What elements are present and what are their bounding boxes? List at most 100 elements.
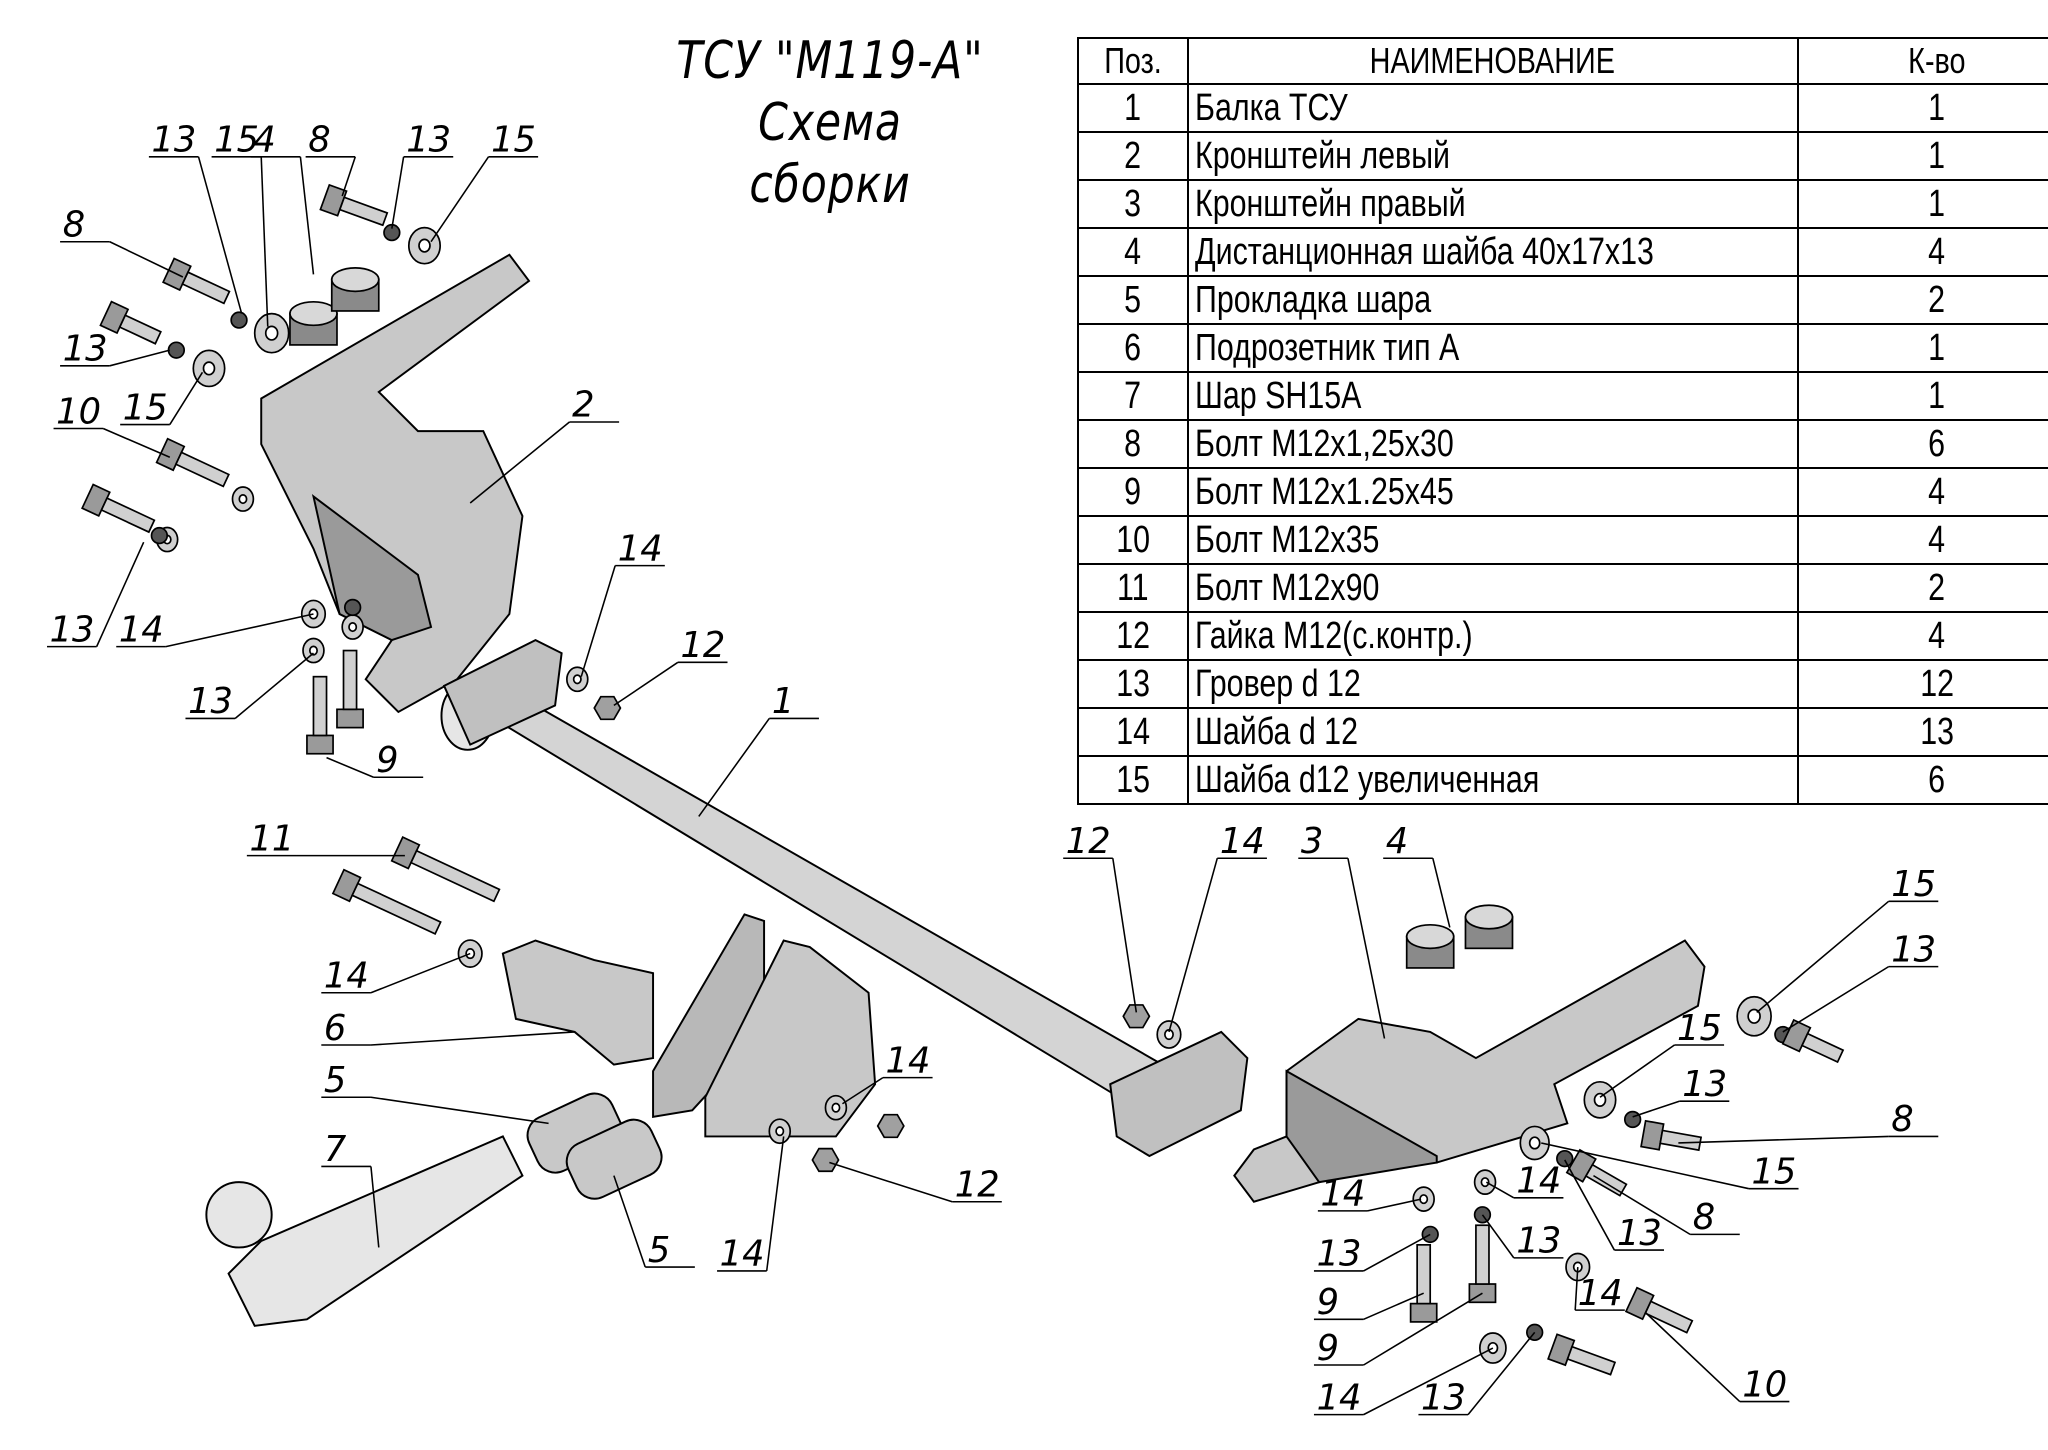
callout-label: 14 bbox=[1317, 1377, 1362, 1418]
leader-line bbox=[1347, 858, 1386, 1039]
callout-15: 15 bbox=[430, 120, 539, 243]
callout-label: 14 bbox=[720, 1234, 765, 1275]
title-product: ТСУ "М119-А" bbox=[676, 31, 984, 91]
leader-line bbox=[102, 427, 171, 458]
bolt bbox=[81, 483, 156, 534]
washer-hole bbox=[348, 622, 358, 633]
washer-hole bbox=[418, 238, 431, 253]
left-bracket-side bbox=[311, 494, 433, 642]
cell-qty: 2 bbox=[1796, 563, 2048, 613]
washer-hole bbox=[775, 1126, 785, 1137]
callout-12: 12 bbox=[829, 1161, 1002, 1206]
cell-qty: 1 bbox=[1796, 83, 2048, 133]
cell-qty: 4 bbox=[1796, 515, 2048, 565]
ball-shank bbox=[227, 1135, 524, 1327]
nut bbox=[1122, 1004, 1151, 1029]
callout-label: 15 bbox=[214, 120, 259, 161]
leader-line bbox=[260, 156, 269, 327]
callout-label: 13 bbox=[63, 329, 108, 370]
callout-label: 4 bbox=[1386, 821, 1408, 862]
spring-washer bbox=[167, 341, 186, 359]
callout-14: 14 bbox=[1168, 821, 1267, 1033]
callout-14: 14 bbox=[1485, 1161, 1564, 1202]
callout-label: 15 bbox=[1752, 1151, 1797, 1192]
socket-holder bbox=[501, 939, 655, 1066]
callout-label: 8 bbox=[1891, 1099, 1913, 1140]
callout-label: 13 bbox=[1891, 929, 1936, 970]
leader-line bbox=[370, 952, 471, 994]
leader-line bbox=[1485, 1181, 1515, 1199]
washer-hole bbox=[1593, 1092, 1607, 1107]
callout-label: 9 bbox=[1317, 1328, 1339, 1369]
callout-8: 8 bbox=[305, 120, 357, 197]
cell-qty: 1 bbox=[1796, 131, 2048, 181]
leader-line bbox=[370, 1096, 549, 1125]
leader-line bbox=[109, 241, 184, 278]
leader-line bbox=[1632, 1100, 1680, 1118]
callout-8: 8 bbox=[60, 205, 184, 278]
callout-11: 11 bbox=[246, 818, 405, 859]
callout-label: 14 bbox=[1220, 821, 1265, 862]
callout-13: 13 bbox=[1564, 1159, 1664, 1254]
callout-14: 14 bbox=[116, 609, 314, 650]
cell-name: Болт М12х1,25х30 bbox=[1186, 419, 1799, 469]
spring-washer bbox=[230, 311, 248, 329]
tow-ball bbox=[205, 1181, 273, 1249]
leader-line bbox=[370, 1166, 380, 1248]
cell-qty: 1 bbox=[1796, 323, 2048, 373]
header-name: НАИМЕНОВАНИЕ bbox=[1186, 37, 1799, 85]
washer-hole bbox=[1528, 1136, 1541, 1150]
callout-15: 15 bbox=[1599, 1008, 1725, 1098]
cell-pos: 3 bbox=[1077, 179, 1189, 229]
callout-13: 13 bbox=[60, 329, 170, 370]
header-qty: К-во bbox=[1796, 37, 2048, 85]
drawing-title: ТСУ "М119-А" Схема сборки bbox=[674, 30, 986, 216]
cell-qty: 13 bbox=[1796, 707, 2048, 757]
leader-line bbox=[1168, 858, 1219, 1033]
leader-line bbox=[1363, 1233, 1431, 1272]
callout-label: 12 bbox=[1066, 821, 1111, 862]
callout-label: 14 bbox=[324, 956, 369, 997]
leader-line bbox=[1481, 1214, 1515, 1259]
cell-qty: 12 bbox=[1796, 659, 2048, 709]
leader-line bbox=[1367, 1198, 1422, 1212]
callout-3: 3 bbox=[1298, 821, 1386, 1039]
ball-mount-plate-2 bbox=[704, 939, 877, 1138]
callout-label: 8 bbox=[308, 120, 330, 161]
cell-name: Подрозетник тип А bbox=[1186, 323, 1799, 373]
header-pos: Поз. bbox=[1077, 37, 1189, 85]
washer-hole bbox=[572, 674, 582, 685]
title-subtitle: Схема сборки bbox=[749, 93, 911, 215]
cell-name: Шар SH15A bbox=[1186, 371, 1799, 421]
callout-14: 14 bbox=[1313, 1347, 1494, 1418]
leader-line bbox=[829, 1161, 953, 1203]
beam-plate-right bbox=[1109, 1030, 1249, 1158]
leader-line bbox=[1756, 900, 1890, 1013]
cell-qty: 2 bbox=[1796, 275, 2048, 325]
washer-hole bbox=[1419, 1194, 1429, 1205]
callout-13: 13 bbox=[185, 652, 314, 722]
callout-10: 10 bbox=[1645, 1312, 1790, 1405]
leader-line bbox=[698, 718, 770, 817]
leader-line bbox=[1541, 1142, 1750, 1190]
leader-line bbox=[165, 613, 314, 648]
callout-label: 13 bbox=[152, 120, 197, 161]
callout-13: 13 bbox=[1632, 1064, 1730, 1118]
callout-13: 13 bbox=[391, 120, 454, 229]
ball-spacer bbox=[565, 1118, 663, 1200]
leader-line bbox=[1574, 1266, 1579, 1311]
callout-14: 14 bbox=[321, 952, 471, 997]
leader-line bbox=[1782, 965, 1890, 1033]
callout-label: 13 bbox=[1682, 1064, 1727, 1105]
leader-line bbox=[580, 565, 616, 677]
bolt bbox=[1565, 1148, 1628, 1197]
callout-label: 9 bbox=[1317, 1282, 1339, 1323]
leader-line bbox=[842, 1076, 884, 1105]
leader-line bbox=[1363, 1292, 1424, 1321]
leader-line bbox=[197, 156, 243, 314]
